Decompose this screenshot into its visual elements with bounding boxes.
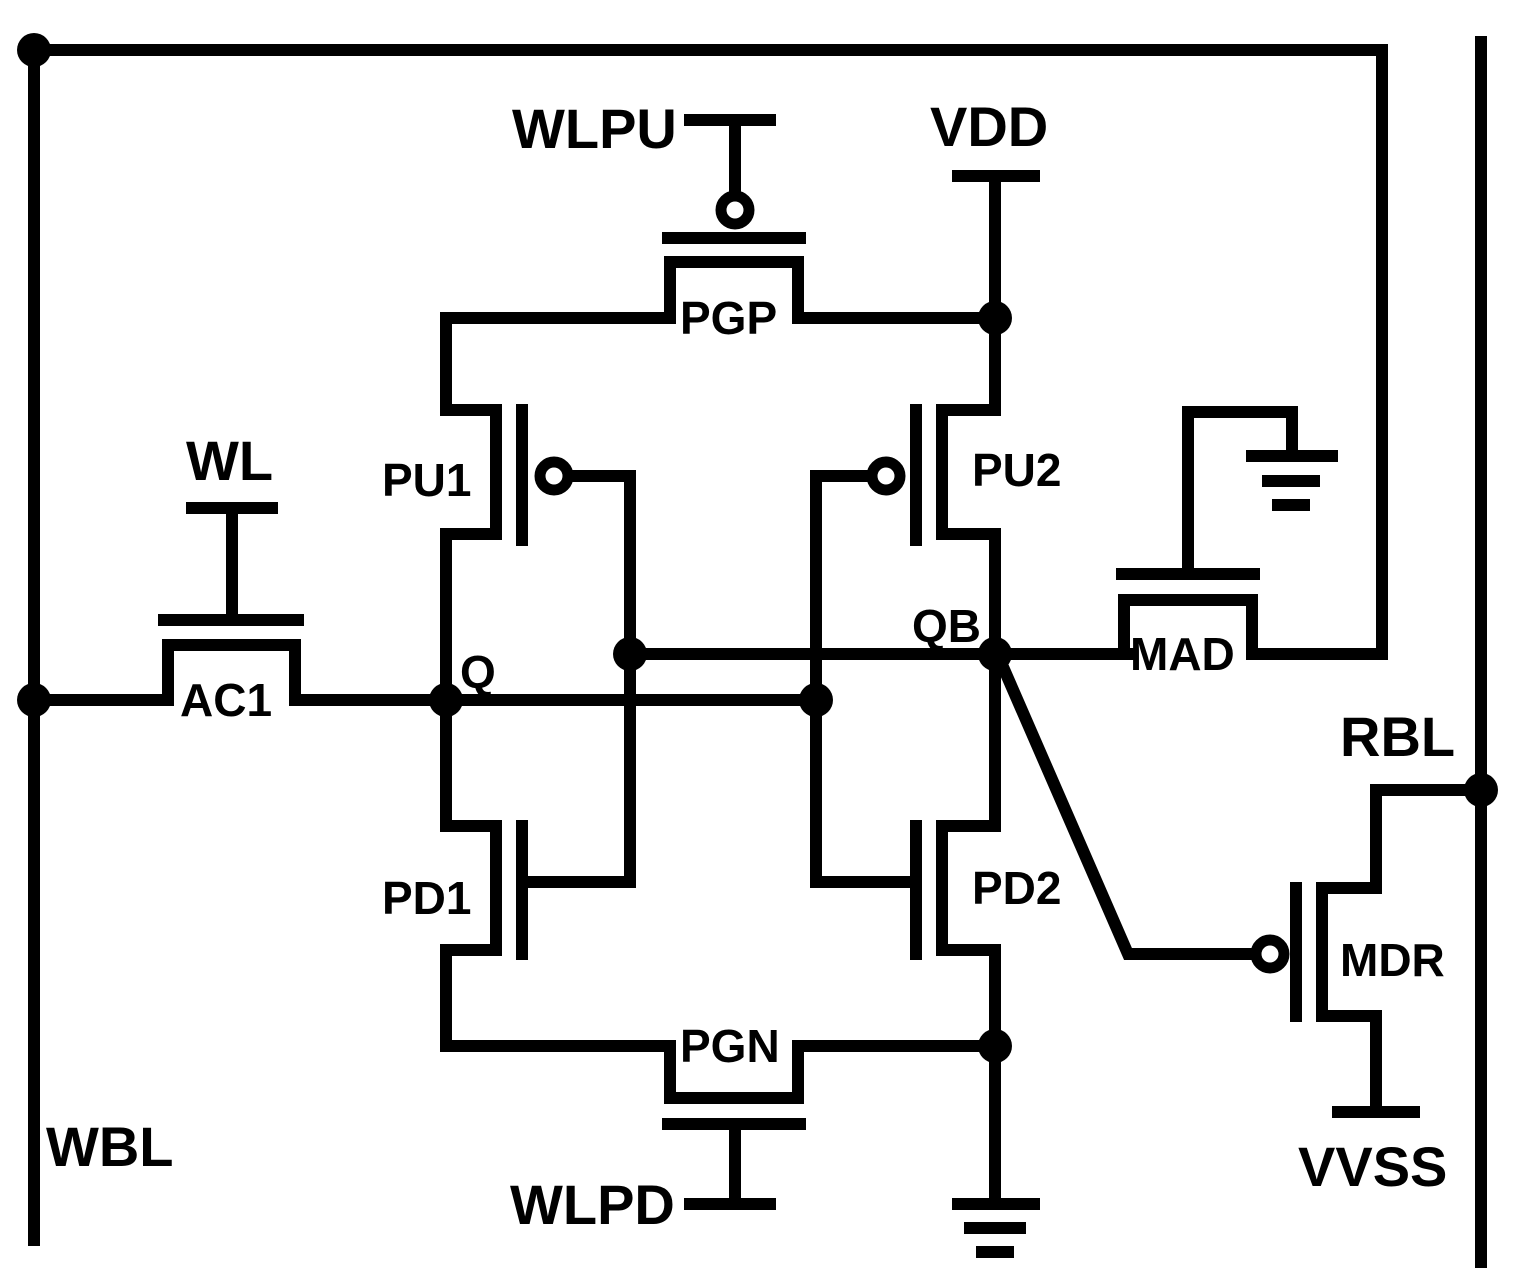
pgp-transistor — [440, 114, 1001, 324]
label-q: Q — [460, 646, 496, 698]
pu1-gate-bubble-icon — [534, 456, 574, 496]
junction-dots — [17, 33, 1498, 1063]
pu2-transistor — [810, 312, 1001, 706]
pu2-gate-bubble-icon — [866, 456, 906, 496]
junction-dot — [978, 637, 1012, 671]
label-mad: MAD — [1130, 628, 1235, 680]
label-wlpd: WLPD — [510, 1173, 675, 1236]
junction-dot — [17, 33, 51, 67]
vdd-supply — [952, 170, 1040, 324]
ground-symbol — [952, 1040, 1040, 1258]
junction-dot — [1464, 773, 1498, 807]
storage-node-wires — [440, 648, 1134, 706]
label-wlpu: WLPU — [512, 97, 677, 160]
label-ac1: AC1 — [180, 674, 272, 726]
label-vvss: VVSS — [1298, 1135, 1447, 1198]
mad-transistor — [1116, 406, 1338, 660]
pd1-transistor — [440, 648, 636, 1052]
junction-dot — [613, 637, 647, 671]
mdr-transistor — [992, 652, 1487, 1118]
junction-dot — [17, 683, 51, 717]
junction-dot — [978, 1029, 1012, 1063]
label-wbl: WBL — [46, 1115, 174, 1178]
junction-dot — [429, 683, 463, 717]
label-rbl: RBL — [1340, 705, 1455, 768]
label-pgp: PGP — [680, 292, 777, 344]
label-pgn: PGN — [680, 1020, 780, 1072]
label-pu2: PU2 — [972, 444, 1061, 496]
pgp-gate-bubble-icon — [715, 190, 755, 230]
label-qb: QB — [912, 600, 981, 652]
label-vdd: VDD — [930, 95, 1048, 158]
ac1-transistor — [28, 502, 452, 706]
pu1-transistor — [440, 312, 636, 706]
junction-dot — [978, 301, 1012, 335]
label-pu1: PU1 — [382, 454, 471, 506]
label-pd2: PD2 — [972, 862, 1061, 914]
pd2-transistor — [810, 648, 1001, 1052]
junction-dot — [799, 683, 833, 717]
mdr-gate-bubble-icon — [1250, 934, 1290, 974]
label-wl: WL — [186, 429, 273, 492]
wbl-wire — [28, 36, 1388, 1246]
label-mdr: MDR — [1340, 934, 1445, 986]
pgn-transistor — [440, 1040, 1001, 1210]
label-pd1: PD1 — [382, 872, 471, 924]
